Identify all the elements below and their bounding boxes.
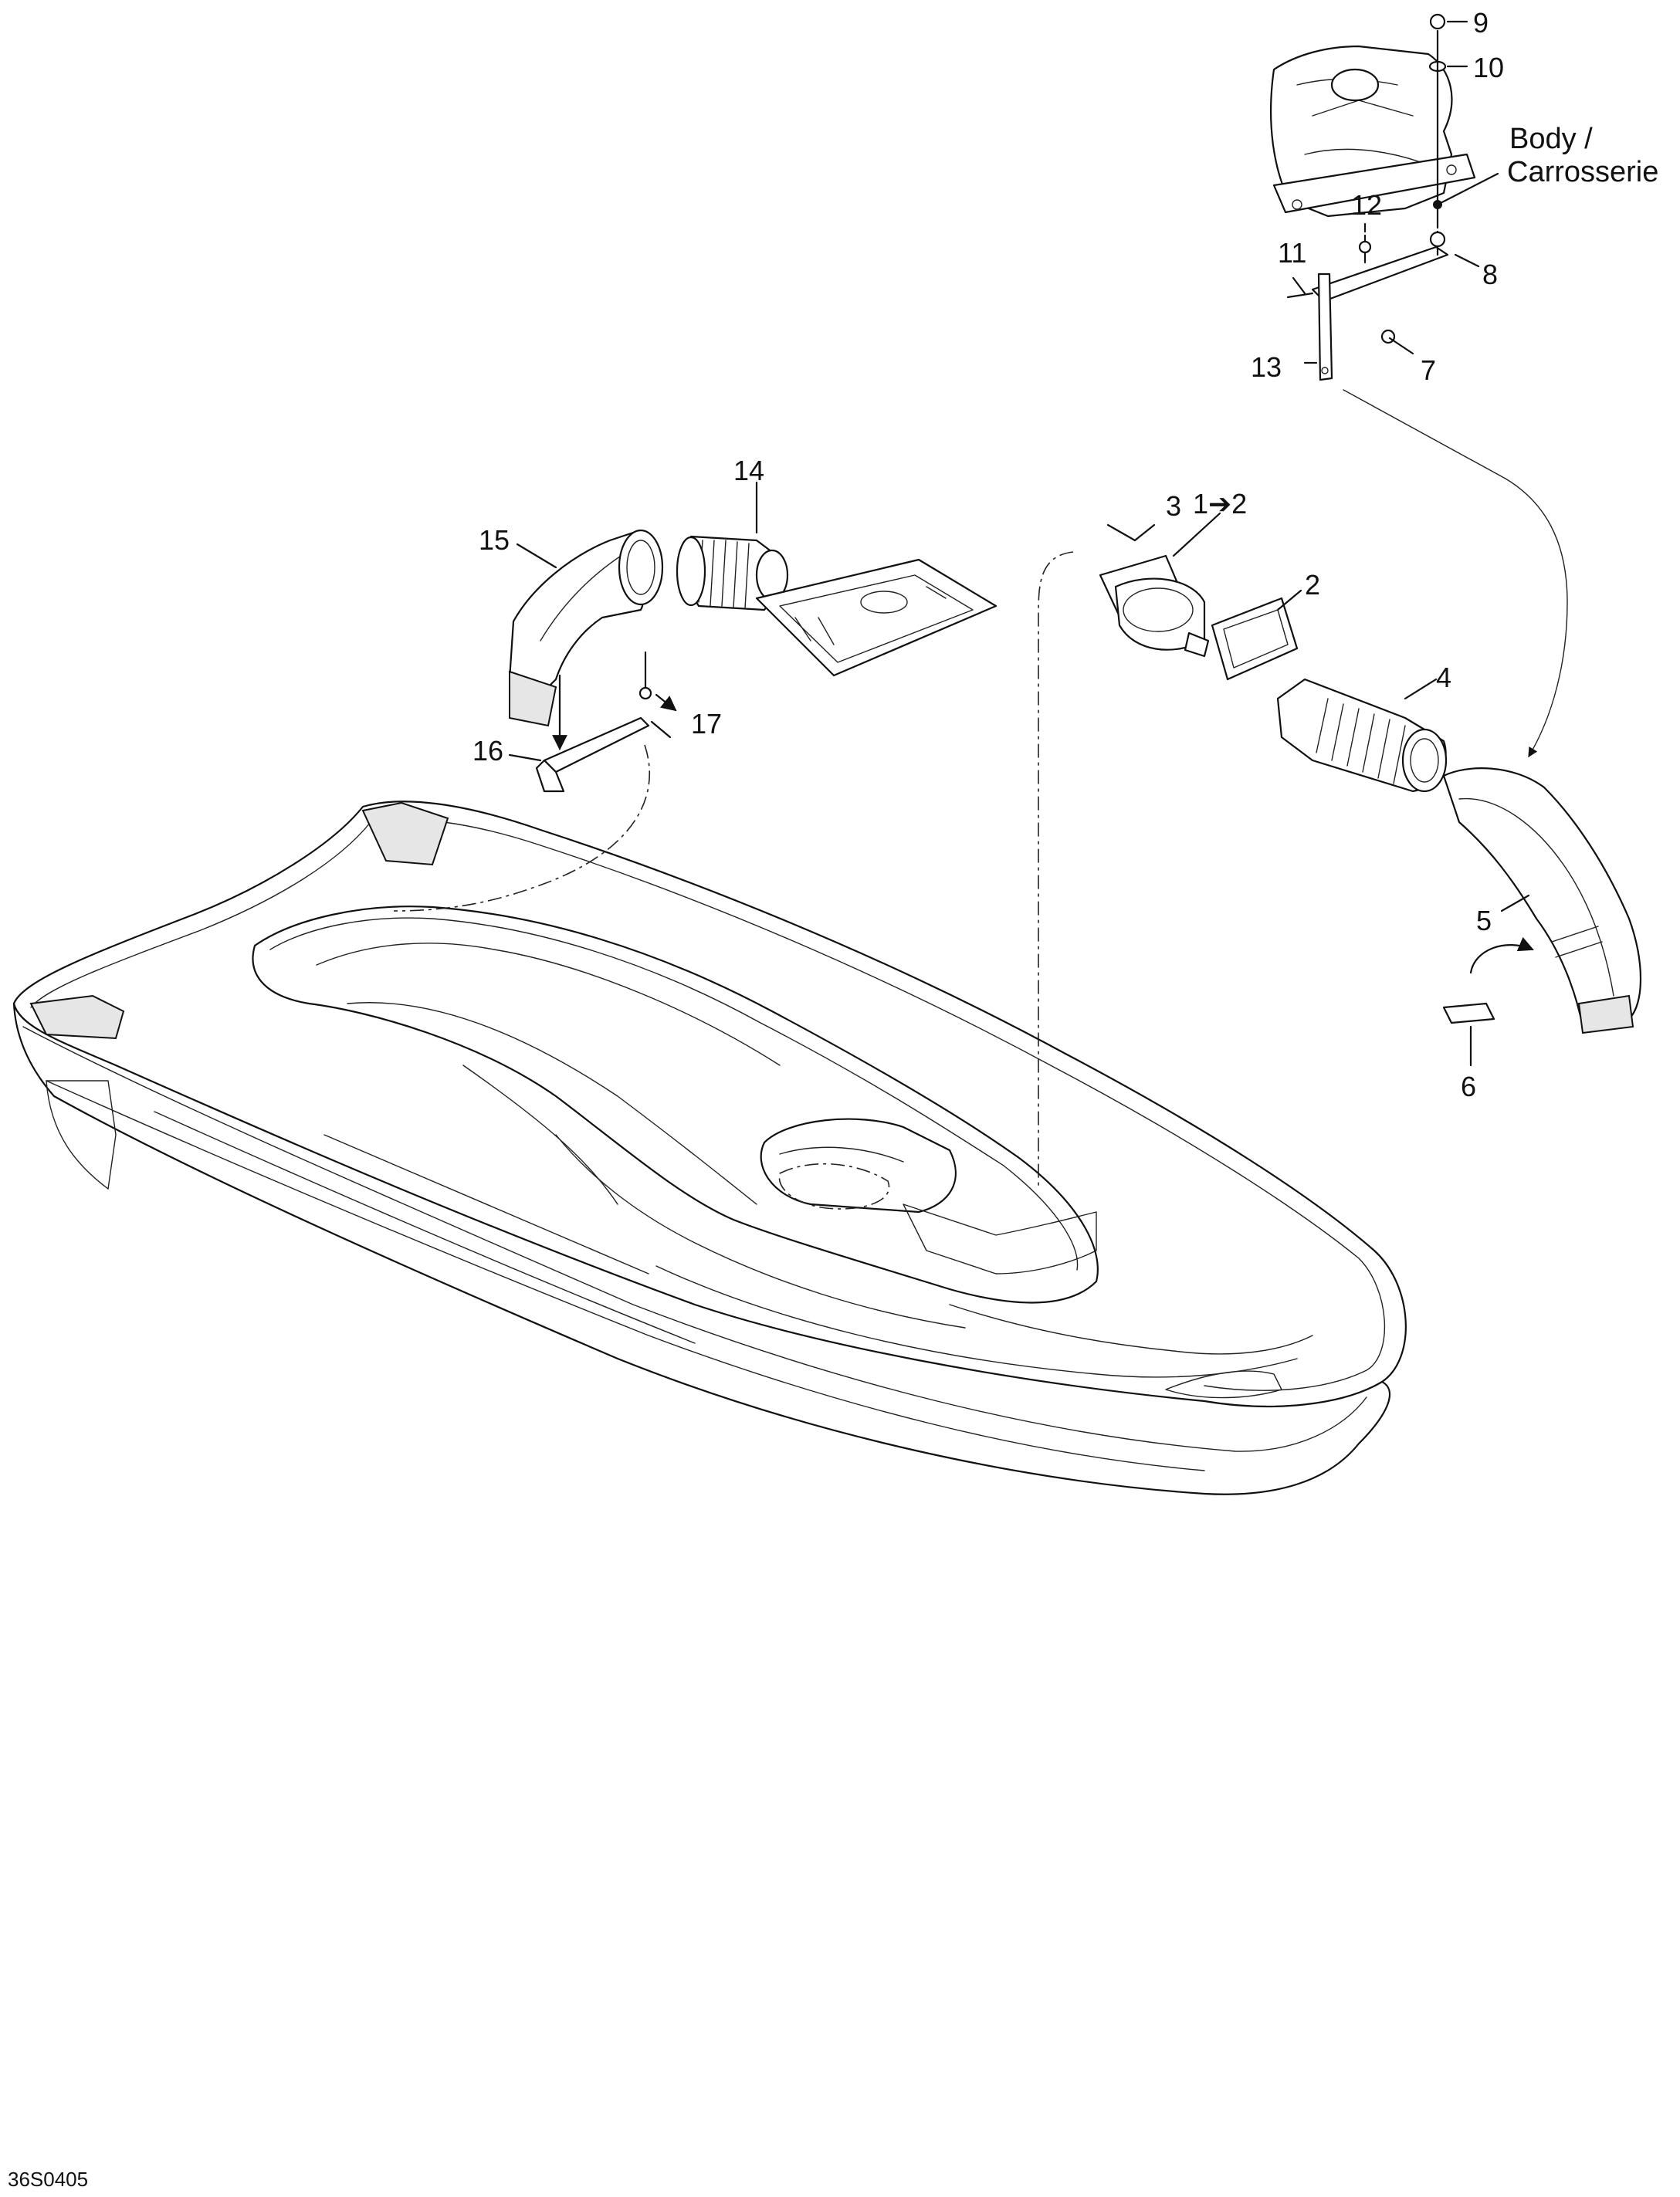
leader-bracket-to-hull xyxy=(393,744,651,912)
rear-intake-parts xyxy=(508,481,998,793)
diagram-code: 36S0405 xyxy=(8,2168,88,2191)
callout-11: 11 xyxy=(1278,237,1306,269)
callout-10: 10 xyxy=(1473,52,1504,83)
callout-16: 16 xyxy=(472,735,503,767)
callout-7: 7 xyxy=(1421,354,1436,386)
watercraft-hull xyxy=(12,801,1407,1495)
callout-15: 15 xyxy=(479,524,510,556)
callout-3: 3 xyxy=(1166,490,1181,522)
callout-12: 12 xyxy=(1351,189,1382,221)
callout-labels: 1➔2 2 3 4 5 6 7 8 9 10 11 12 13 14 15 16… xyxy=(8,7,1658,2191)
body-note-line-2: Carrosserie xyxy=(1507,156,1658,188)
callout-14: 14 xyxy=(733,455,764,486)
leader-duct-to-hull xyxy=(1038,551,1074,1189)
front-intake-parts xyxy=(1099,512,1642,1067)
callout-17: 17 xyxy=(691,708,722,740)
callout-4: 4 xyxy=(1436,662,1451,693)
callout-6: 6 xyxy=(1461,1071,1476,1102)
callout-1: 1➔2 xyxy=(1193,488,1247,520)
callout-2: 2 xyxy=(1305,569,1320,601)
callout-13: 13 xyxy=(1251,351,1282,383)
body-note-line-1: Body / xyxy=(1509,123,1593,155)
callout-9: 9 xyxy=(1473,7,1489,39)
callout-5: 5 xyxy=(1476,905,1492,936)
callout-8: 8 xyxy=(1482,259,1498,290)
engine-mount-parts xyxy=(1269,13,1568,758)
